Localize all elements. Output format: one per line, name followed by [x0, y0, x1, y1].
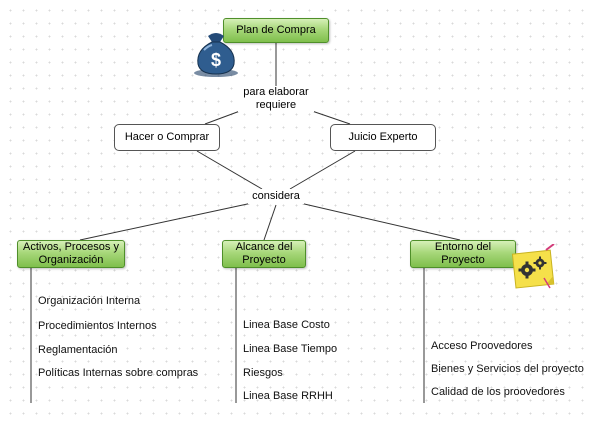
svg-text:$: $ [211, 50, 221, 70]
branch-node-alcance[interactable]: Alcance del Proyecto [222, 240, 306, 268]
input-node-juicio-experto[interactable]: Juicio Experto [330, 124, 436, 151]
list-item: Linea Base RRHH [243, 390, 333, 402]
input-label: Hacer o Comprar [124, 131, 210, 143]
root-node[interactable]: Plan de Compra [223, 18, 329, 43]
input-node-hacer-comprar[interactable]: Hacer o Comprar [114, 124, 220, 151]
list-item: Bienes y Servicios del proyecto [431, 363, 584, 375]
connector-branch-1 [79, 202, 253, 241]
branch-label: Activos, Procesos y Organización [23, 241, 119, 266]
connector-left-mid [196, 150, 263, 190]
list-item: Linea Base Costo [243, 319, 330, 331]
connector-left-input [204, 110, 241, 125]
list-item: Calidad de los proovedores [431, 386, 565, 398]
link-label-considera: considera [248, 189, 304, 204]
link-label-elaborar: para elaborar requiere [238, 86, 314, 112]
list-item: Políticas Internas sobre compras [38, 367, 199, 379]
list-item: Reglamentación [38, 344, 118, 356]
root-label: Plan de Compra [236, 24, 316, 36]
connector-branch-2 [263, 204, 277, 241]
branch-node-activos[interactable]: Activos, Procesos y Organización [17, 240, 125, 268]
list-item: Procedimientos Internos [38, 320, 157, 332]
list-item: Riesgos [243, 367, 283, 379]
branch-label: Entorno del Proyecto [434, 241, 492, 266]
list-item: Organización Interna [38, 295, 141, 307]
gears-note-icon [511, 244, 555, 289]
list-item: Linea Base Tiempo [243, 343, 338, 355]
branch-node-entorno[interactable]: Entorno del Proyecto [410, 240, 516, 268]
input-label: Juicio Experto [348, 131, 418, 143]
connector-right-input [311, 110, 351, 125]
list-item: Acceso Proovedores [431, 340, 533, 352]
money-bag-icon: $ [194, 33, 238, 77]
connector-branch-3 [299, 202, 461, 241]
branch-label: Alcance del Proyecto [235, 241, 293, 266]
connector-right-mid [289, 150, 356, 190]
